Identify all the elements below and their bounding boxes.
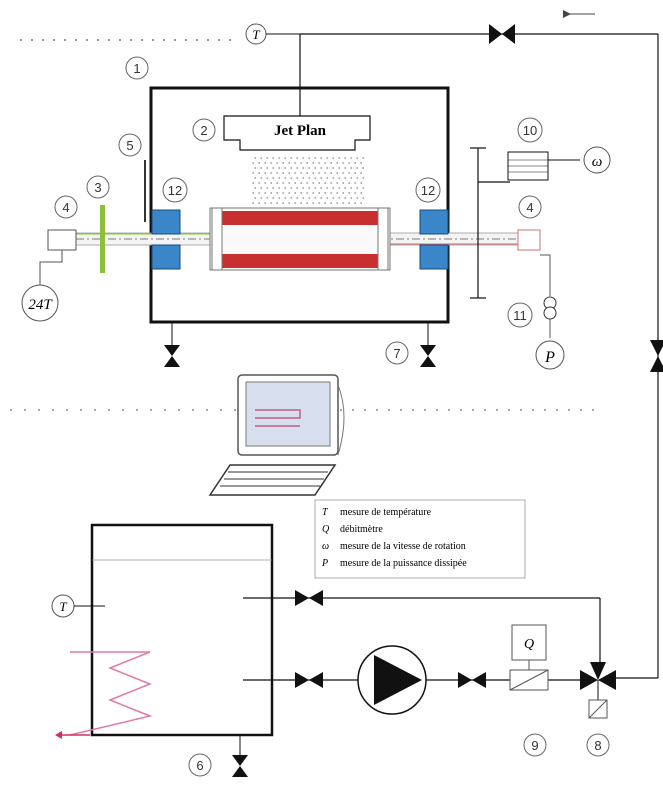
heating-coil bbox=[69, 651, 153, 736]
temperature-sensors-24: 24T bbox=[21, 284, 59, 322]
callout-4-left: 4 bbox=[54, 195, 78, 219]
svg-text:12: 12 bbox=[168, 183, 182, 198]
legend-text-0: mesure de température bbox=[340, 507, 432, 518]
callout-7: 7 bbox=[385, 341, 409, 365]
valve-top bbox=[489, 24, 515, 44]
legend-text-3: mesure de la puissance dissipée bbox=[340, 558, 467, 569]
callout-9: 9 bbox=[523, 733, 547, 757]
callout-11: 11 bbox=[507, 302, 533, 328]
green-disc bbox=[100, 205, 105, 273]
jet-plan-nozzle: Jet Plan bbox=[223, 115, 371, 151]
svg-text:ω: ω bbox=[592, 154, 603, 170]
callout-10: 10 bbox=[517, 117, 543, 143]
temperature-sensor-top: T bbox=[245, 23, 300, 45]
test-chamber bbox=[149, 86, 450, 324]
valve-supply-1 bbox=[295, 672, 323, 688]
callout-2: 2 bbox=[192, 118, 216, 142]
drain-valve-left bbox=[164, 322, 180, 367]
heated-cylinder bbox=[209, 207, 391, 271]
legend-box bbox=[314, 499, 526, 579]
svg-text:P: P bbox=[544, 349, 555, 366]
svg-text:24T: 24T bbox=[28, 297, 53, 313]
callout-1: 1 bbox=[125, 56, 149, 80]
legend-symbol-0: T bbox=[322, 507, 329, 518]
svg-text:8: 8 bbox=[594, 738, 601, 753]
temperature-sensor-tank: T bbox=[51, 594, 105, 618]
callout-12-left: 12 bbox=[162, 177, 188, 203]
motor bbox=[507, 151, 580, 181]
three-way-valve bbox=[580, 662, 616, 719]
svg-text:4: 4 bbox=[526, 200, 533, 215]
belt-drive bbox=[470, 147, 510, 299]
spray-dots bbox=[252, 157, 365, 204]
wire-right bbox=[540, 254, 551, 262]
bearing-left bbox=[151, 209, 181, 270]
legend-symbol-1: Q bbox=[322, 524, 330, 535]
valve-right bbox=[650, 340, 663, 372]
legend-text-1: débitmètre bbox=[340, 524, 383, 535]
svg-text:3: 3 bbox=[94, 180, 101, 195]
pump bbox=[357, 645, 427, 715]
svg-text:4: 4 bbox=[62, 200, 69, 215]
svg-text:Q: Q bbox=[524, 637, 534, 652]
valve-tank-return bbox=[295, 590, 323, 606]
legend-text-2: mesure de la vitesse de rotation bbox=[340, 541, 466, 552]
callout-12-right: 12 bbox=[415, 177, 441, 203]
drain-valve-right bbox=[420, 322, 436, 367]
coil-arrow bbox=[55, 731, 62, 739]
callout-3: 3 bbox=[86, 175, 110, 199]
svg-text:2: 2 bbox=[200, 123, 207, 138]
laptop-computer bbox=[208, 374, 345, 496]
jet-plan-label: Jet Plan bbox=[274, 123, 327, 139]
tank-drain-valve bbox=[232, 735, 248, 777]
callout-6: 6 bbox=[188, 753, 212, 777]
svg-text:6: 6 bbox=[196, 758, 203, 773]
legend-symbol-3: P bbox=[321, 558, 328, 569]
bearing-right bbox=[419, 209, 449, 270]
slip-ring-right bbox=[517, 229, 541, 251]
callout-5: 5 bbox=[118, 133, 142, 157]
svg-text:11: 11 bbox=[513, 308, 527, 323]
svg-text:7: 7 bbox=[393, 346, 400, 361]
power-source: P bbox=[535, 262, 565, 370]
callout-8: 8 bbox=[586, 733, 610, 757]
legend: T mesure de température Q débitmètre ω m… bbox=[321, 507, 467, 569]
svg-text:T: T bbox=[252, 27, 260, 42]
svg-text:T: T bbox=[59, 599, 67, 614]
flow-meter: Q bbox=[509, 624, 549, 691]
svg-text:10: 10 bbox=[523, 123, 537, 138]
legend-symbol-2: ω bbox=[322, 541, 329, 552]
callout-4-right: 4 bbox=[518, 195, 542, 219]
speed-sensor: ω bbox=[583, 146, 611, 174]
slip-ring-left bbox=[47, 229, 77, 251]
svg-text:9: 9 bbox=[531, 738, 538, 753]
svg-text:12: 12 bbox=[421, 183, 435, 198]
svg-text:5: 5 bbox=[126, 138, 133, 153]
wire-left bbox=[39, 250, 63, 285]
valve-supply-2 bbox=[458, 672, 486, 688]
svg-text:1: 1 bbox=[133, 61, 140, 76]
